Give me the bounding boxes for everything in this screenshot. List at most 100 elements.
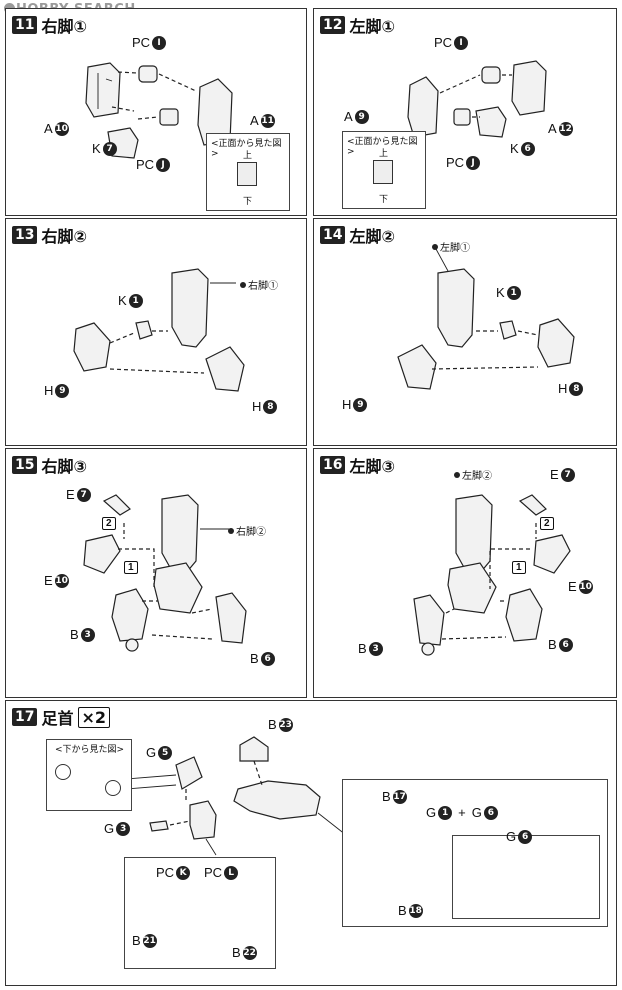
part-label: E [550,467,559,482]
part-label: 6 [260,651,275,666]
part-label: 2 [540,517,554,530]
callout-label: 右脚① [240,277,278,292]
part-label: B [382,789,391,804]
step-number: 13 [12,226,38,244]
part-label: 右脚② [236,527,266,538]
bottom-view-inset: <下から見た図> [46,739,132,811]
part-label: 10 [54,121,69,136]
part-label: 5 [158,745,173,760]
step-11-diagram [85,62,233,159]
part-label: H [558,381,568,396]
part-label: G [471,805,482,820]
part-label: A [250,113,259,128]
part-label: A [344,109,353,124]
part-label: 6 [558,637,573,652]
part-label: B [232,945,241,960]
part-label: 6 [483,805,498,820]
part-label: L [224,865,239,880]
part-label: A [44,121,53,136]
part-label: K [118,293,127,308]
part-label: PC [156,865,175,880]
step-title: 左脚② [349,227,396,246]
step-number: 11 [12,16,38,34]
part-label: 7 [102,141,117,156]
part-label: 3 [116,821,131,836]
part-label: 1 [506,285,521,300]
part-label: 9 [55,383,70,398]
part-label: B [268,717,277,732]
part-label: 7 [560,467,575,482]
part-label: H [252,399,262,414]
part-label: E [44,573,53,588]
part-label: B [548,637,557,652]
part-label: 右脚① [248,281,278,292]
part-label: PC [204,865,223,880]
part-label: 1 [124,561,138,574]
part-label: 10 [578,579,593,594]
part-label: E [568,579,577,594]
step-title: 右脚③ [41,457,88,476]
part-label: 22 [242,945,257,960]
g6-detail-inset [452,835,600,919]
part-label: 8 [263,399,278,414]
part-label: 9 [353,397,368,412]
part-label: K [176,865,191,880]
step-15-diagram [83,494,247,652]
callout-label: 1 [124,561,138,574]
step-16-diagram [413,494,571,656]
part-label: 3 [80,627,95,642]
part-label: B [132,933,141,948]
part-label: PC [132,35,151,50]
part-label: G [104,821,115,836]
part-label: 3 [368,641,383,656]
part-label: 11 [260,113,275,128]
part-label: G [506,829,517,844]
part-label: <正面から見た図> [211,139,282,159]
step-number: 15 [12,456,38,474]
part-label: 9 [354,109,369,124]
part-label: G [426,805,437,820]
part-label: 8 [569,381,584,396]
part-label: 1 [512,561,526,574]
part-label: B [250,651,259,666]
part-label: <正面から見た図> [347,137,418,157]
part-label: PC [434,35,453,50]
part-label: 18 [408,903,423,918]
part-label: 2 [102,517,116,530]
part-label: 左脚② [462,471,492,482]
part-label: 10 [54,573,69,588]
part-label: 下 [243,197,253,207]
part-label: 12 [558,121,573,136]
part-label: B [358,641,367,656]
callout-label: 左脚① [432,239,470,254]
callout-label: 右脚② [228,523,266,538]
part-label: 上 [243,151,253,161]
part-label: 17 [392,789,407,804]
front-view-inset: <正面から見た図> 上 下 [206,133,290,211]
part-label: 21 [142,933,157,948]
